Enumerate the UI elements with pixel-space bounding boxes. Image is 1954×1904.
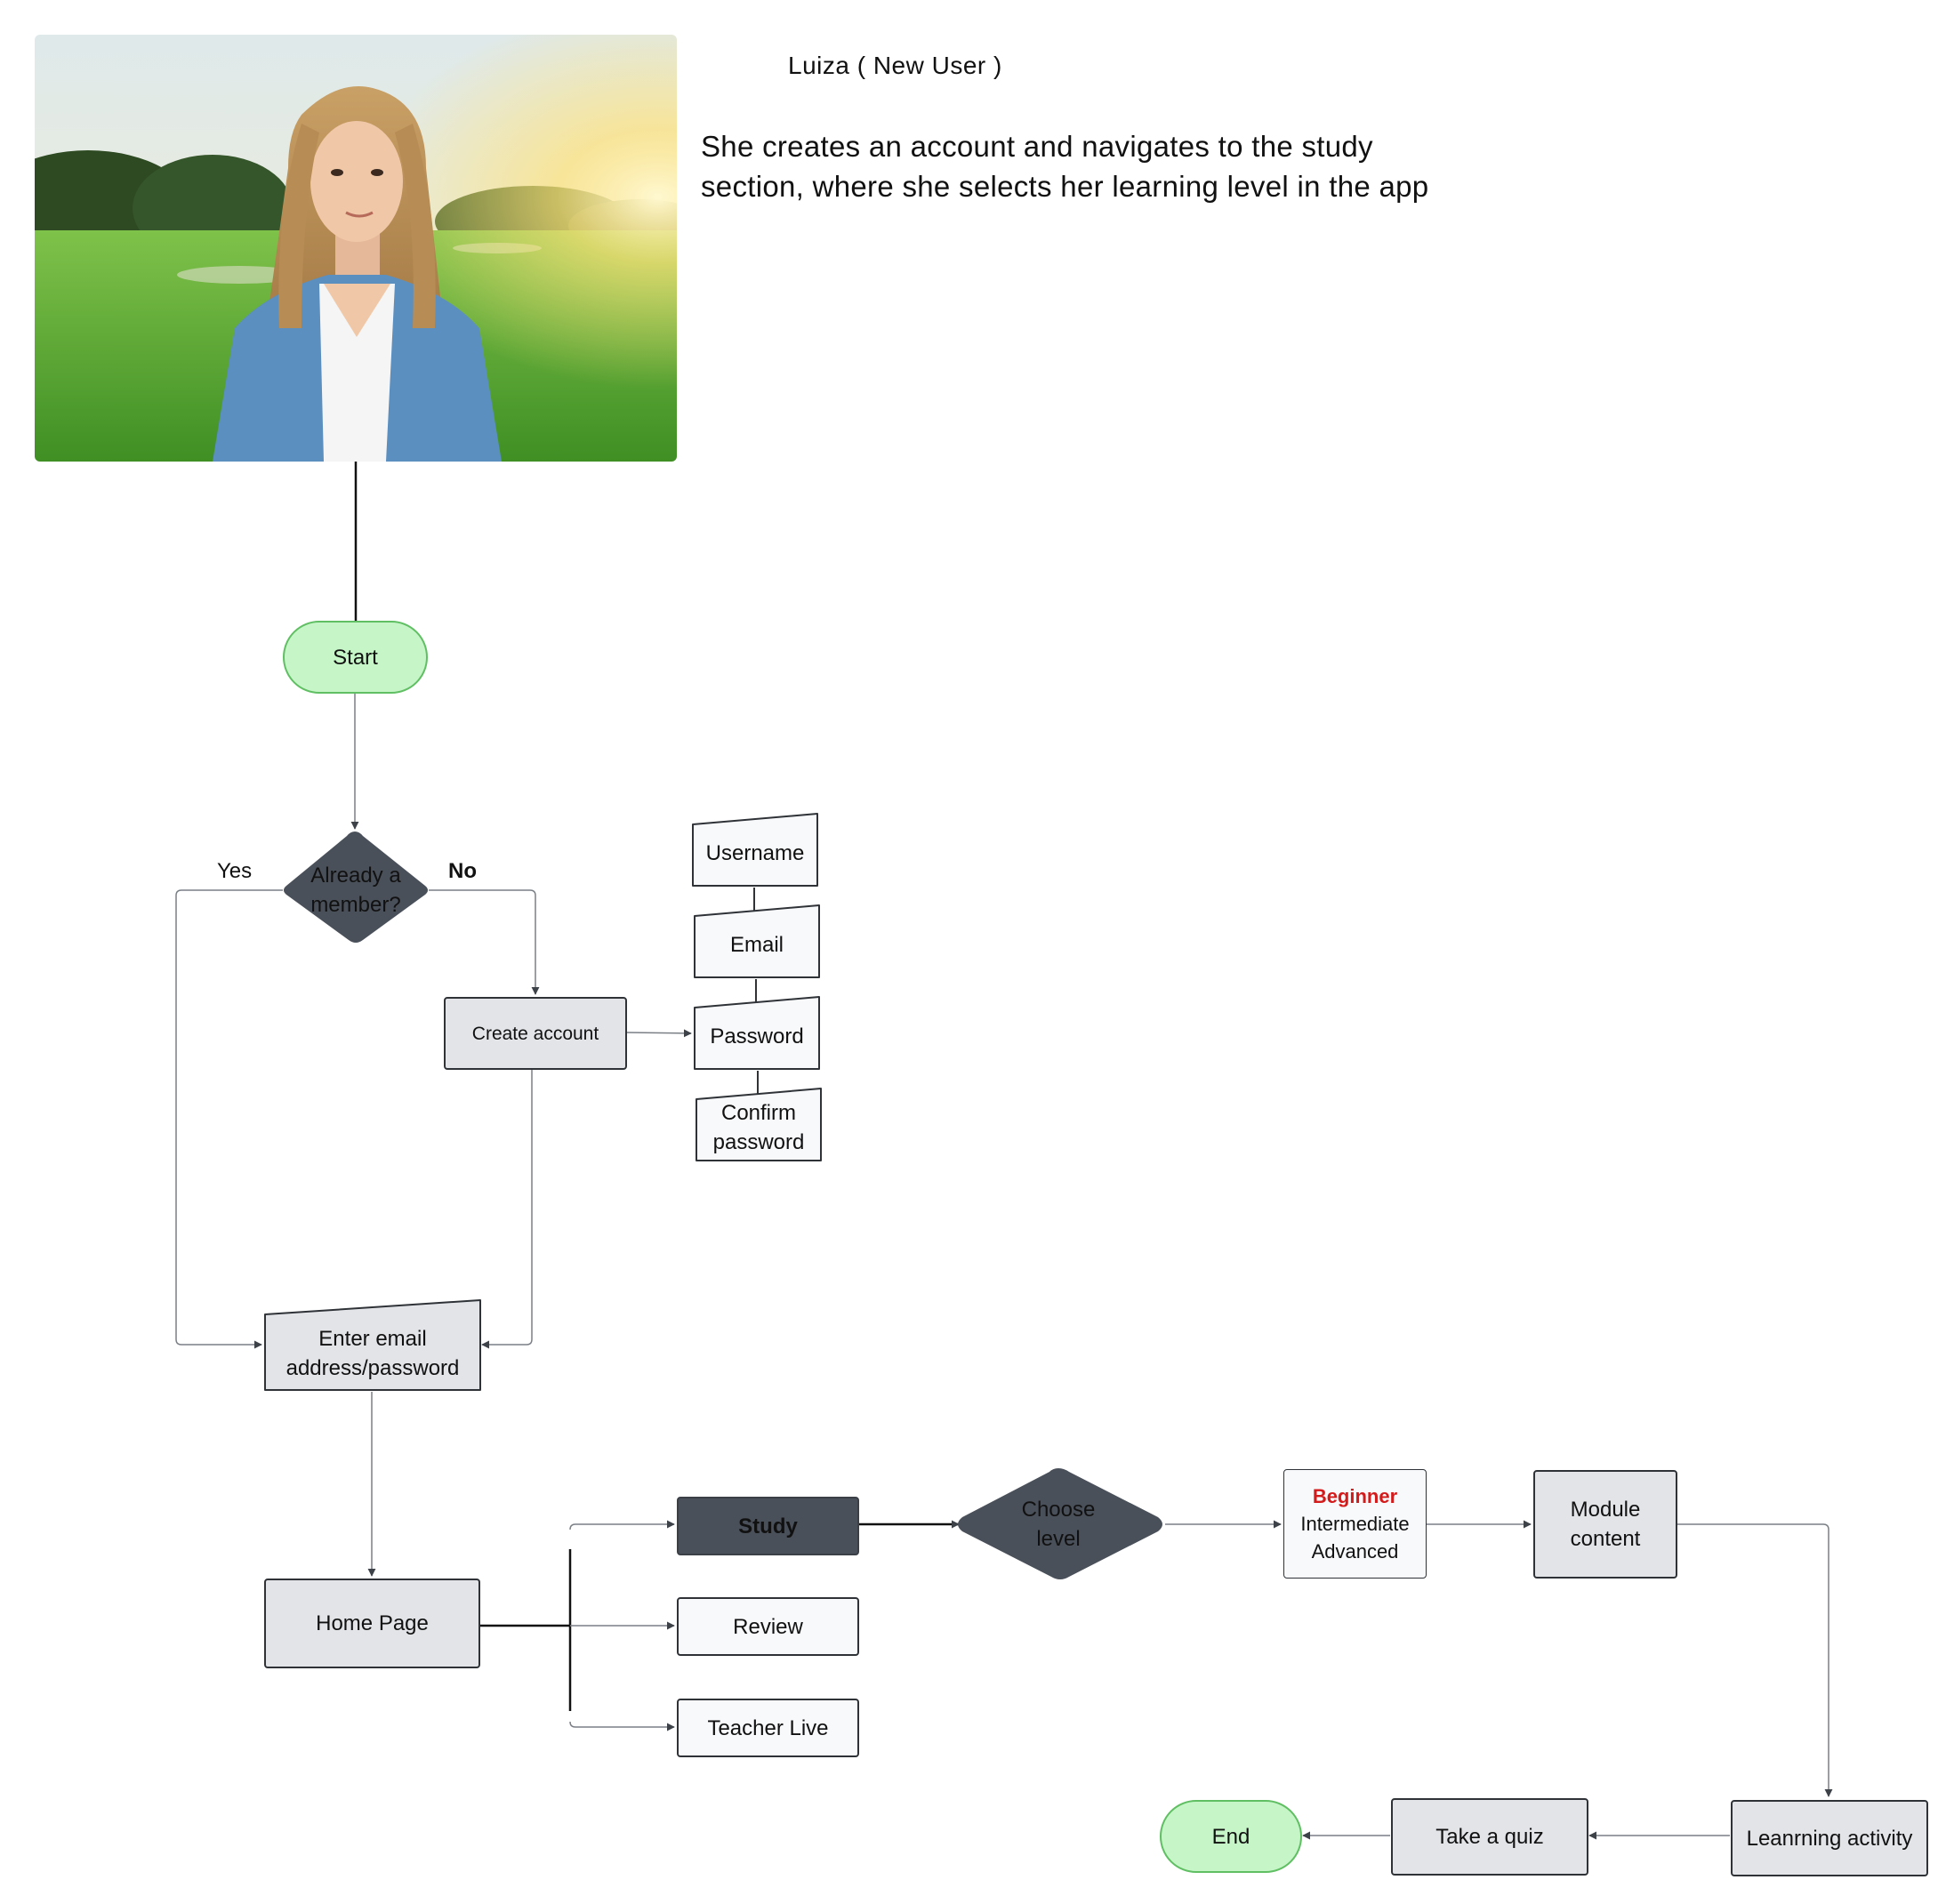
decision-member-line2: member? (310, 893, 401, 917)
home-page-label: Home Page (316, 1611, 429, 1635)
teacher-live-node: Teacher Live (677, 1699, 859, 1757)
level-advanced: Advanced (1311, 1540, 1399, 1563)
confirm-line2: password (712, 1130, 805, 1154)
password-node: Password (695, 1003, 819, 1069)
persona-name: Luiza ( New User ) (788, 52, 1002, 79)
end-label: End (1211, 1824, 1250, 1849)
connector-yes-path (175, 889, 283, 1349)
connector-create-enter (481, 1069, 533, 1349)
level-intermediate: Intermediate (1300, 1513, 1410, 1535)
module-line2: content (1570, 1527, 1641, 1551)
study-label: Study (738, 1514, 798, 1538)
learning-activity-node: Leanrning activity (1731, 1800, 1928, 1876)
end-terminal: End (1160, 1800, 1302, 1873)
create-account-node: Create account (444, 997, 627, 1070)
review-node: Review (677, 1597, 859, 1656)
home-page-node: Home Page (264, 1579, 480, 1668)
connector-branch-study (569, 1520, 675, 1530)
decision-level-label: Choose level (987, 1492, 1130, 1556)
username-shape (692, 813, 818, 887)
connector-no-path (429, 889, 540, 995)
enter-line1: Enter email (318, 1326, 427, 1351)
connector-create-password (626, 1029, 692, 1038)
yes-label: Yes (217, 859, 253, 883)
take-quiz-node: Take a quiz (1391, 1798, 1588, 1876)
enter-credentials-node: Enter email address/password (265, 1316, 480, 1390)
study-node: Study (677, 1497, 859, 1555)
persona-description: She creates an account and navigates to … (701, 130, 1429, 203)
email-label: Email (729, 932, 784, 957)
password-shape (694, 996, 820, 1070)
decision-member-line1: Already a (310, 864, 401, 888)
module-line1: Module (1570, 1498, 1641, 1522)
choose-line1: Choose (1021, 1498, 1096, 1522)
start-terminal: Start (283, 621, 428, 694)
start-label: Start (333, 645, 378, 670)
email-shape (694, 904, 820, 978)
connector-branch-teacher (569, 1721, 675, 1731)
decision-level-shape (958, 1468, 1162, 1579)
enter-line2: address/password (285, 1355, 460, 1380)
username-node: Username (693, 820, 817, 886)
decision-member-label: Already a member? (281, 858, 430, 922)
email-node: Email (695, 912, 819, 977)
level-beginner: Beginner (1312, 1485, 1398, 1507)
create-account-label: Create account (471, 1023, 599, 1044)
confirm-shape (696, 1088, 822, 1161)
decision-member-shape (284, 831, 428, 943)
module-content-node: Module content (1533, 1470, 1677, 1579)
username-label: Username (705, 840, 805, 865)
choose-line2: level (1036, 1527, 1081, 1551)
connector-module-learning (1677, 1523, 1833, 1797)
persona-photo (35, 35, 677, 462)
review-label: Review (733, 1614, 803, 1639)
no-label: No (448, 859, 477, 883)
take-quiz-label: Take a quiz (1435, 1825, 1544, 1849)
enter-shape (264, 1299, 481, 1391)
learning-activity-label: Leanrning activity (1746, 1826, 1913, 1851)
levels-node: Beginner Intermediate Advanced (1283, 1469, 1427, 1579)
confirm-password-node: Confirm password (696, 1095, 821, 1161)
teacher-live-label: Teacher Live (707, 1715, 829, 1740)
confirm-line1: Confirm (720, 1101, 796, 1125)
password-label: Password (710, 1024, 804, 1048)
